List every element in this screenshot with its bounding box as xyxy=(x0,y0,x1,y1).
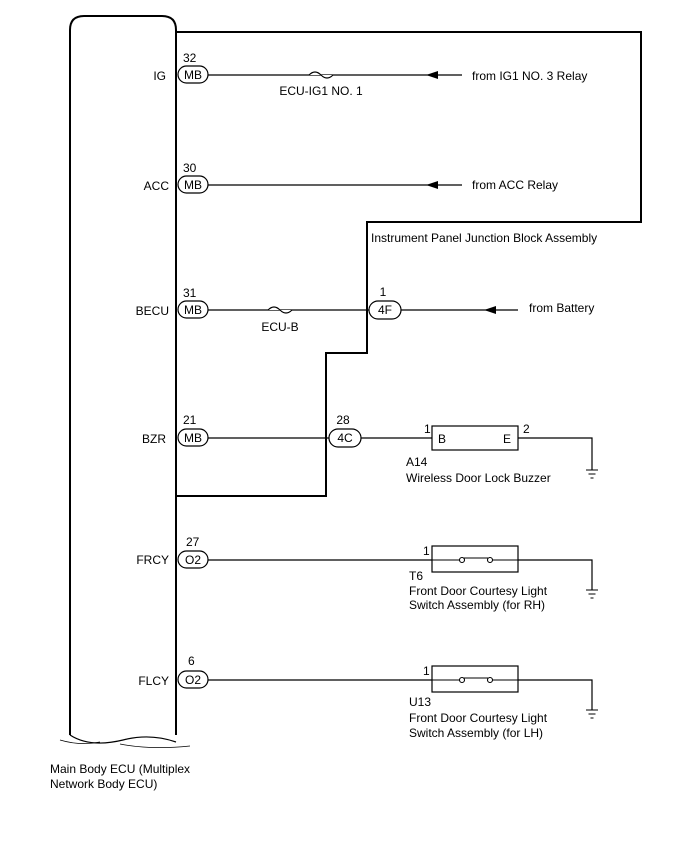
wire-switch-rh-ground xyxy=(518,559,593,590)
switch-rh-name-line1: Front Door Courtesy Light xyxy=(409,584,548,598)
terminal-bzr-connector: MB xyxy=(177,428,209,447)
junction-4f-connector: 4F xyxy=(368,300,402,320)
svg-text:MB: MB xyxy=(184,431,202,445)
svg-text:O2: O2 xyxy=(185,673,201,687)
buzzer-term-b: B xyxy=(438,432,446,446)
wire-buzzer-ground xyxy=(518,437,593,470)
ecu-break-shade-1 xyxy=(59,739,101,744)
svg-text:4F: 4F xyxy=(378,303,392,317)
arrow-acc-icon xyxy=(426,181,438,189)
switch-lh-box xyxy=(431,665,519,693)
buzzer-name: Wireless Door Lock Buzzer xyxy=(406,471,551,485)
terminal-bzr-label: BZR xyxy=(142,432,166,446)
switch-lh-contact-icon xyxy=(432,676,518,684)
terminal-ig-pin: 32 xyxy=(183,51,197,65)
svg-text:MB: MB xyxy=(184,68,202,82)
switch-lh-name-line1: Front Door Courtesy Light xyxy=(409,711,548,725)
arrow-battery-icon xyxy=(484,306,496,314)
terminal-flcy-label: FLCY xyxy=(138,674,169,688)
terminal-acc-pin: 30 xyxy=(183,161,197,175)
junction-4c-connector: 4C xyxy=(328,428,362,448)
fuse-ecu-b-icon xyxy=(267,306,293,314)
buzzer-pin-out: 2 xyxy=(523,422,530,436)
switch-lh-pin: 1 xyxy=(423,664,430,678)
ecu-break-shade-2 xyxy=(119,743,191,748)
ecu-name-line2: Network Body ECU) xyxy=(50,777,157,791)
switch-rh-pin: 1 xyxy=(423,544,430,558)
terminal-acc-connector: MB xyxy=(177,175,209,194)
terminal-becu-connector: MB xyxy=(177,300,209,319)
terminal-flcy-pin: 6 xyxy=(188,654,195,668)
ecu-break-line xyxy=(69,734,177,744)
ground-buzzer-icon xyxy=(586,469,598,479)
buzzer-code: A14 xyxy=(406,455,428,469)
svg-text:4C: 4C xyxy=(337,431,353,445)
junction-block-outline xyxy=(176,31,642,497)
fuse-ecu-ig1-label: ECU-IG1 NO. 1 xyxy=(279,84,363,98)
ecu-name-line1: Main Body ECU (Multiplex xyxy=(50,762,190,776)
switch-lh-name-line2: Switch Assembly (for LH) xyxy=(409,726,543,740)
terminal-acc-label: ACC xyxy=(144,179,170,193)
terminal-ig-connector: MB xyxy=(177,65,209,84)
buzzer-box xyxy=(431,425,519,451)
svg-text:MB: MB xyxy=(184,303,202,317)
source-battery: from Battery xyxy=(529,301,594,315)
terminal-becu-pin: 31 xyxy=(183,286,197,300)
source-acc-relay: from ACC Relay xyxy=(472,178,558,192)
arrow-ig-icon xyxy=(426,71,438,79)
ecu-body xyxy=(69,15,177,735)
switch-rh-box xyxy=(431,545,519,573)
switch-rh-contact-icon xyxy=(432,556,518,564)
fuse-ecu-b-label: ECU-B xyxy=(261,320,298,334)
switch-rh-name-line2: Switch Assembly (for RH) xyxy=(409,598,545,612)
terminal-frcy-connector: O2 xyxy=(177,550,209,569)
switch-rh-code: T6 xyxy=(409,569,423,583)
terminal-frcy-pin: 27 xyxy=(186,535,200,549)
buzzer-pin-in: 1 xyxy=(424,422,431,436)
terminal-becu-label: BECU xyxy=(136,304,169,318)
fuse-ecu-ig1-icon xyxy=(308,71,334,79)
svg-text:MB: MB xyxy=(184,178,202,192)
junction-block-name: Instrument Panel Junction Block Assembly xyxy=(371,231,597,245)
junction-4f-pin: 1 xyxy=(380,285,387,299)
source-ig1-relay: from IG1 NO. 3 Relay xyxy=(472,69,587,83)
svg-text:O2: O2 xyxy=(185,553,201,567)
junction-4c-pin: 28 xyxy=(336,413,350,427)
ground-switch-rh-icon xyxy=(586,589,598,599)
wire-switch-lh-ground xyxy=(518,679,593,710)
switch-lh-code: U13 xyxy=(409,695,431,709)
buzzer-term-e: E xyxy=(503,432,511,446)
terminal-bzr-pin: 21 xyxy=(183,413,197,427)
terminal-frcy-label: FRCY xyxy=(136,553,169,567)
terminal-ig-label: IG xyxy=(153,69,166,83)
terminal-flcy-connector: O2 xyxy=(177,670,209,689)
ground-switch-lh-icon xyxy=(586,709,598,719)
